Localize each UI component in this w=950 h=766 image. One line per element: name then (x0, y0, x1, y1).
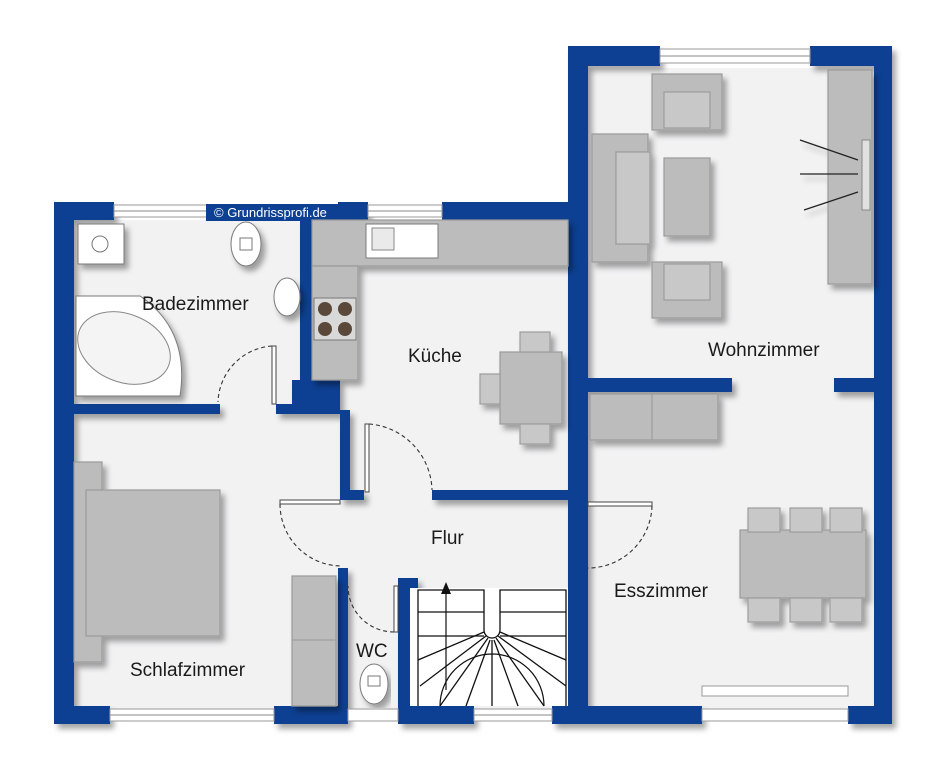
wall-bad-kueche (300, 220, 312, 410)
door-wc (393, 585, 399, 633)
washing-drum-icon (91, 235, 109, 253)
room-labels: Badezimmer Küche Wohnzimmer Flur Esszimm… (130, 294, 820, 681)
bathroom-fixtures (75, 221, 301, 397)
wall-north-wohn-right (810, 46, 892, 66)
kitchen-table (499, 351, 563, 425)
dining-furniture (739, 507, 867, 623)
wall-south-1 (54, 706, 110, 724)
wall-north-right (442, 202, 585, 220)
dining-chair (747, 597, 781, 623)
staircase (410, 582, 568, 707)
coffee-table (663, 157, 711, 237)
wall-wohn-ess-right (834, 378, 876, 392)
arrow-up-icon (441, 582, 451, 594)
dining-chair (789, 597, 823, 623)
label-schlafzimmer: Schlafzimmer (130, 660, 246, 681)
label-wc: WC (356, 641, 388, 662)
dining-table (739, 529, 867, 599)
walls (54, 46, 892, 724)
dining-chair (829, 597, 863, 623)
wall-shaft-block (292, 380, 340, 414)
door-bedroom (279, 499, 341, 505)
label-flur: Flur (431, 528, 464, 549)
dining-chair (747, 507, 781, 533)
wall-kueche-sw (340, 490, 364, 500)
kitchen-chair (519, 423, 551, 445)
kitchen-counter-top (311, 219, 569, 267)
dining-chair (789, 507, 823, 533)
doors (217, 345, 653, 633)
kitchen-chair (519, 331, 551, 353)
wall-wc-stair (398, 578, 410, 708)
label-badezimmer: Badezimmer (142, 294, 249, 315)
burner-icon (318, 302, 332, 316)
label-wohnzimmer: Wohnzimmer (708, 340, 820, 361)
burner-icon (338, 302, 352, 316)
label-esszimmer: Esszimmer (614, 581, 709, 602)
living-room-furniture (589, 69, 873, 441)
wall-north-left (54, 202, 114, 220)
sink-bath (273, 277, 301, 317)
wall-wc-west (338, 568, 348, 708)
copyright-banner (206, 204, 354, 221)
wall-wohn-ess-left (578, 378, 732, 392)
wall-west (54, 202, 74, 724)
copyright-text: © Grundrissprofi.de (214, 205, 327, 220)
bed (85, 489, 221, 637)
label-kueche: Küche (408, 346, 462, 367)
door-swing-bathroom (217, 345, 273, 403)
wall-kueche-south (432, 490, 578, 500)
door-dining (587, 501, 653, 507)
wardrobe (291, 575, 337, 707)
washing-machine (77, 223, 125, 265)
wall-south-3 (398, 706, 474, 724)
burner-icon (318, 322, 332, 336)
wall-east (874, 46, 892, 724)
dining-chair (829, 507, 863, 533)
sideboard (589, 393, 719, 441)
wall-north-wohn-left (568, 46, 660, 66)
door-bathroom (271, 345, 277, 405)
door-swing-kitchen (368, 423, 433, 491)
wall-stair-top-left (398, 578, 418, 588)
wall-bad-south (74, 404, 220, 414)
wc-fixtures (359, 663, 389, 705)
wall-south-2 (274, 706, 348, 724)
wall-stair-east (568, 568, 588, 708)
door-swing-dining (587, 505, 653, 569)
toilet-tank (239, 237, 253, 251)
bedroom-furniture (73, 461, 337, 707)
burner-icon (338, 322, 352, 336)
kitchen-chair (479, 373, 501, 405)
door-swing-wc (347, 585, 395, 633)
door-kitchen (364, 423, 370, 493)
kitchen-fixtures (311, 219, 569, 445)
wall-kueche-west (340, 410, 350, 500)
wall-south-4 (552, 706, 702, 724)
wall-south-5 (848, 706, 892, 724)
